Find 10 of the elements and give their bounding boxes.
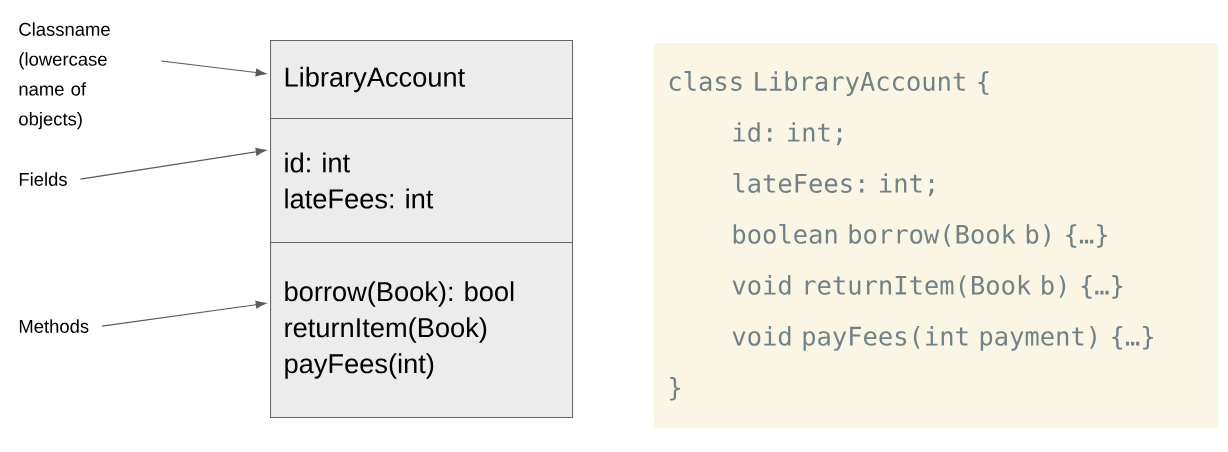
annotation-label: Classname (lowercase name of objects) xyxy=(19,22,110,130)
code-panel: class LibraryAccount { id: int; lateFees: int; boolean borrow(Book b) {…} void returnItem(Book b) {…} void payFees(int payment) {…} } xyxy=(653,43,1219,429)
arrow xyxy=(101,300,267,327)
field-compartment: id: int lateFees: int xyxy=(270,118,574,244)
class-name-compartment: LibraryAccount xyxy=(270,40,574,120)
arrow xyxy=(79,147,267,180)
method-compartment: borrow(Book): bool returnItem(Book) payFees(int) xyxy=(270,242,574,419)
annotation-label: Methods xyxy=(19,319,89,333)
annotation-label: Fields xyxy=(19,172,67,186)
arrow xyxy=(160,60,267,77)
